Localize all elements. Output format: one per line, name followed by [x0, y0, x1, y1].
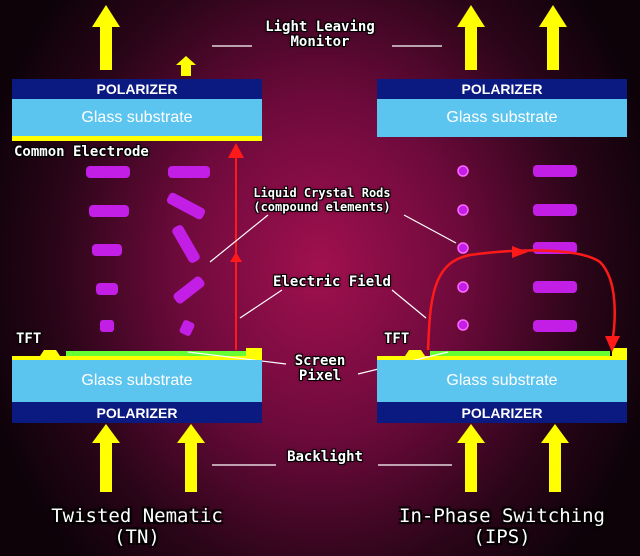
common-electrode [12, 136, 262, 141]
tn-bottom-glass-substrate: Glass substrate [12, 360, 262, 402]
liquid-crystal-line2: (compound elements) [253, 200, 391, 214]
backlight-label: Backlight [287, 449, 363, 465]
electric-field-label: Electric Field [272, 274, 391, 290]
lc-rod [92, 244, 122, 256]
lc-rod [166, 192, 206, 220]
arrow-up-icon [457, 5, 485, 70]
tn-electric-field [228, 143, 244, 350]
lc-rod-end [457, 242, 469, 254]
ips-electric-field [426, 246, 620, 352]
lc-rod [533, 281, 577, 293]
lc-rod-end [457, 204, 469, 216]
lc-rod [533, 204, 577, 216]
lc-rod [100, 320, 114, 332]
ips-bottom-electrode [377, 348, 627, 360]
lc-rod [179, 320, 195, 336]
lc-rod [173, 276, 205, 304]
light-leaving-arrows [92, 5, 567, 76]
light-leaving-line1: Light Leaving [265, 19, 375, 35]
arrow-up-icon [541, 424, 569, 492]
tn-panel-title: Twisted Nematic (TN) [12, 506, 262, 548]
tn-title-line1: Twisted Nematic [51, 505, 223, 527]
arrow-up-icon [92, 5, 120, 70]
ips-title-line2: (IPS) [473, 526, 531, 548]
ips-title-line1: In-Phase Switching [399, 505, 605, 527]
screen-pixel-line1: Screen [294, 353, 346, 369]
tn-title-line2: (TN) [114, 526, 160, 548]
arrow-up-icon [177, 424, 205, 492]
liquid-crystal-line1: Liquid Crystal Rods [253, 186, 391, 200]
lc-rod [86, 166, 130, 178]
arrow-up-icon [92, 424, 120, 492]
lc-rod-end [457, 165, 469, 177]
lc-rod [172, 225, 200, 263]
ips-bottom-glass-substrate: Glass substrate [377, 360, 627, 402]
ips-top-glass-substrate: Glass substrate [377, 99, 627, 137]
screen-pixel-line2: Pixel [298, 368, 342, 384]
lc-rod [533, 320, 577, 332]
tn-top-glass-substrate: Glass substrate [12, 99, 262, 136]
ips-liquid-crystal-rods [457, 165, 577, 332]
arrow-up-icon [539, 5, 567, 70]
ips-bottom-polarizer: POLARIZER [377, 402, 627, 423]
tft-right-label: TFT [384, 331, 410, 347]
tn-bottom-electrode [12, 348, 262, 360]
lc-rod [89, 205, 129, 217]
tn-bottom-polarizer: POLARIZER [12, 402, 262, 423]
tn-top-polarizer: POLARIZER [12, 79, 262, 99]
arrow-up-small-icon [176, 56, 196, 76]
lc-rod [168, 166, 210, 178]
light-leaving-line2: Monitor [290, 34, 350, 50]
ips-panel-title: In-Phase Switching (IPS) [372, 506, 632, 548]
arrow-up-icon [457, 424, 485, 492]
tft-left-label: TFT [16, 331, 42, 347]
screen-pixel-label: Screen Pixel [270, 354, 370, 384]
liquid-crystal-label: Liquid Crystal Rods (compound elements) [232, 186, 412, 214]
backlight-arrows [92, 424, 569, 492]
lc-rod-end [457, 281, 469, 293]
common-electrode-label: Common Electrode [14, 144, 149, 160]
lc-rod [96, 283, 118, 295]
lc-rod [533, 165, 577, 177]
lc-rod-end [457, 319, 469, 331]
tn-liquid-crystal-rods [86, 166, 210, 336]
light-leaving-label: Light Leaving Monitor [250, 20, 390, 50]
ips-top-polarizer: POLARIZER [377, 79, 627, 99]
